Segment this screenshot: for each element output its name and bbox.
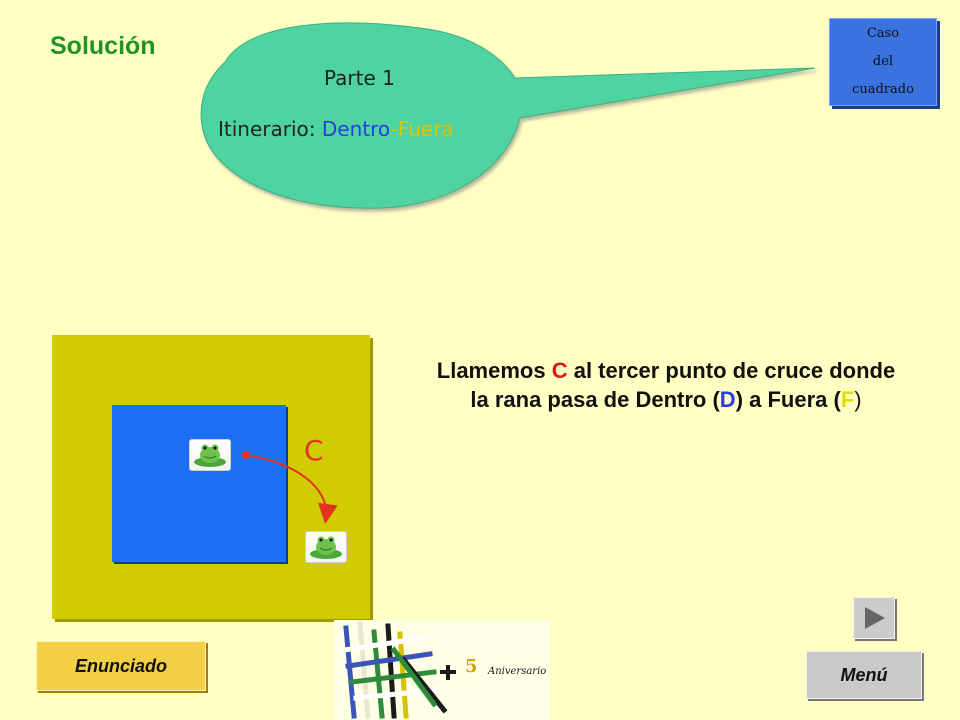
case-line-1: Caso [866,26,900,41]
case-line-3: cuadrado [852,82,914,97]
itinerary-dash: - [390,117,398,141]
anniversary-logo: 5 Aniversario [334,620,550,720]
itinerary-prefix: Itinerario: [218,117,322,141]
itinerary-outside: Fuera [397,117,454,141]
enunciado-button[interactable]: Enunciado [36,641,206,691]
explanation-d: D [719,387,736,412]
case-square-button[interactable]: Caso del cuadrado [829,18,937,106]
logo-number: 5 [465,656,478,677]
explanation-part: ) a Fuera ( [735,387,841,412]
explanation-f: F [840,387,855,412]
explanation-c: C [551,358,568,383]
explanation-part: al tercer punto de cruce donde la rana p… [470,358,896,412]
explanation-text: Llamemos C al tercer punto de cruce dond… [436,356,896,414]
explanation-part: Llamemos [436,358,552,383]
next-button[interactable] [853,597,895,639]
menu-button[interactable]: Menú [806,651,922,699]
part-label: Parte 1 [324,66,395,90]
case-line-2: del [872,54,894,69]
play-arrow-icon [865,607,885,629]
frog-outside-icon [305,531,347,563]
itinerary-label: Itinerario: Dentro-Fuera [218,117,454,141]
frog-inside-icon [189,439,231,471]
itinerary-inside: Dentro [321,117,391,141]
page-title: Solución [50,32,156,60]
crossing-label: C [304,434,324,467]
explanation-part: ) [854,387,862,412]
inner-square [112,405,286,562]
logo-word: Aniversario [487,666,546,677]
